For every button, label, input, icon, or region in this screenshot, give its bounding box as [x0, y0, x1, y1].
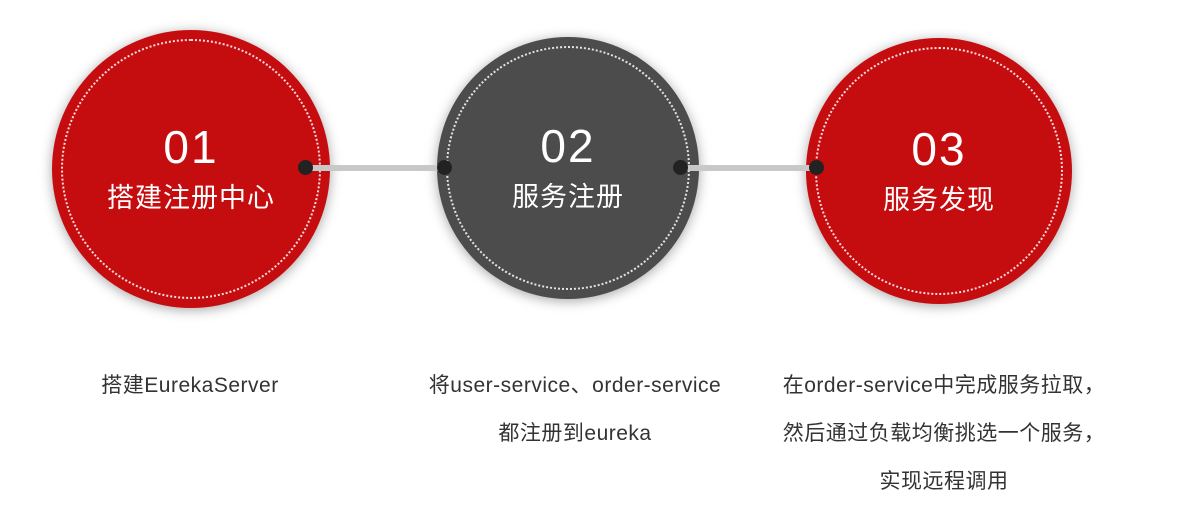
step-description-3: 在order-service中完成服务拉取，然后通过负载均衡挑选一个服务，实现远… — [782, 374, 1106, 493]
step-description-1: 搭建EurekaServer — [101, 374, 279, 397]
connector-dot-icon — [437, 160, 452, 175]
step-label: 搭建注册中心 — [107, 182, 275, 213]
step-circle-3: 03 服务发现 — [806, 38, 1072, 304]
step-label: 服务发现 — [883, 184, 995, 215]
step-number: 02 — [540, 119, 596, 172]
connector-line-2 — [676, 165, 822, 171]
connector-dot-icon — [809, 160, 824, 175]
step-circle-2: 02 服务注册 — [437, 37, 699, 299]
step-description-2: 将user-service、order-service都注册到eureka — [428, 374, 722, 445]
step-number: 01 — [163, 120, 219, 173]
connector-line-1 — [300, 165, 448, 171]
connector-dot-icon — [298, 160, 313, 175]
connector-dot-icon — [673, 160, 688, 175]
step-number: 03 — [911, 122, 967, 175]
step-circle-1: 01 搭建注册中心 — [52, 30, 330, 308]
step-label: 服务注册 — [512, 181, 624, 212]
